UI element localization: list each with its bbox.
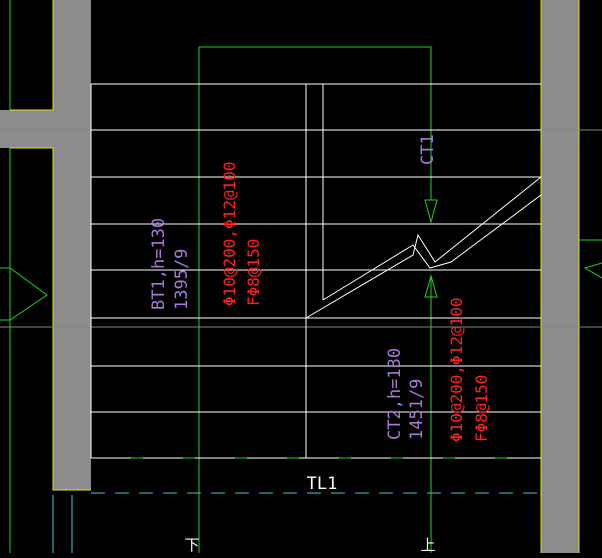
ct2-dims: 1451/9 [407,379,427,440]
ct1-arrows [424,199,438,298]
tl1-beam [91,457,541,494]
ct1-label: CT1 [418,134,438,165]
bt1-dims: 1395/9 [172,249,192,310]
up-label: 上 [420,536,435,553]
bt1-rebar-dist: FΦ8@150 [244,239,263,306]
ct2-rebar-main: Φ10@200,Φ12@100 [447,298,466,443]
bt1-rebar-main: Φ10@200,Φ12@100 [220,162,239,307]
ct2-name: CT2,h=130 [385,348,405,440]
down-label: 下 [184,536,199,553]
bt1-name: BT1,h=130 [149,218,169,310]
break-line [305,176,542,319]
ct2-rebar-dist: FΦ8@150 [472,375,491,442]
stair-treads [90,83,541,458]
right-wall [540,0,602,553]
tl1-label: TL1 [307,474,338,494]
left-wall [0,0,91,553]
